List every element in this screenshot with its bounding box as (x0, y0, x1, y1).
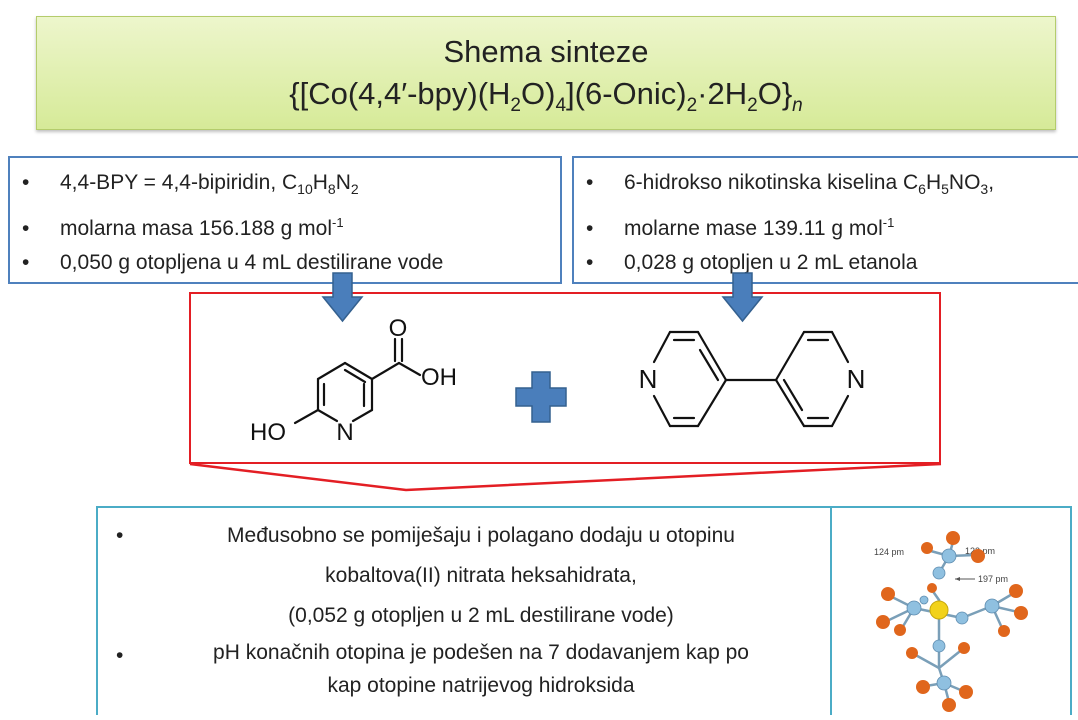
list-item: •molarna masa 156.188 g mol-1 (22, 215, 344, 241)
bond-length-124-label: 124 pm (874, 547, 904, 557)
bpy-info-box: •4,4-BPY = 4,4-bipiridin, C10H8N2 •molar… (8, 156, 562, 284)
structure-image-box: 124 pm 123 pm 197 pm (832, 506, 1072, 715)
title-formula: {[Co(4,4′-bpy)(H2O)4](6-Onic)2·2H2O}n (289, 76, 803, 117)
list-item: •4,4-BPY = 4,4-bipiridin, C10H8N2 (22, 171, 359, 198)
procedure-box: • Međusobno se pomiješaju i polagano dod… (96, 506, 832, 715)
title-box: Shema sinteze {[Co(4,4′-bpy)(H2O)4](6-On… (36, 16, 1056, 130)
list-item: •0,028 g otopljen u 2 mL etanola (586, 251, 918, 275)
nicotinic-acid-info-box: •6-hidrokso nikotinska kiselina C6H5NO3,… (572, 156, 1078, 284)
list-item: • Međusobno se pomiješaju i polagano dod… (116, 524, 735, 627)
list-item: •6-hidrokso nikotinska kiselina C6H5NO3, (586, 171, 995, 198)
list-item: • pH konačnih otopina je podešen na 7 do… (116, 641, 749, 697)
coordination-structure-image: 124 pm 123 pm 197 pm (874, 531, 1028, 712)
reaction-box (189, 292, 941, 464)
callout-pointer (189, 462, 942, 492)
title-line: Shema sinteze (443, 34, 649, 69)
bond-length-197-label: 197 pm (978, 574, 1008, 584)
list-item: •molarne mase 139.11 g mol-1 (586, 215, 895, 241)
list-item: •0,050 g otopljena u 4 mL destilirane vo… (22, 251, 444, 275)
